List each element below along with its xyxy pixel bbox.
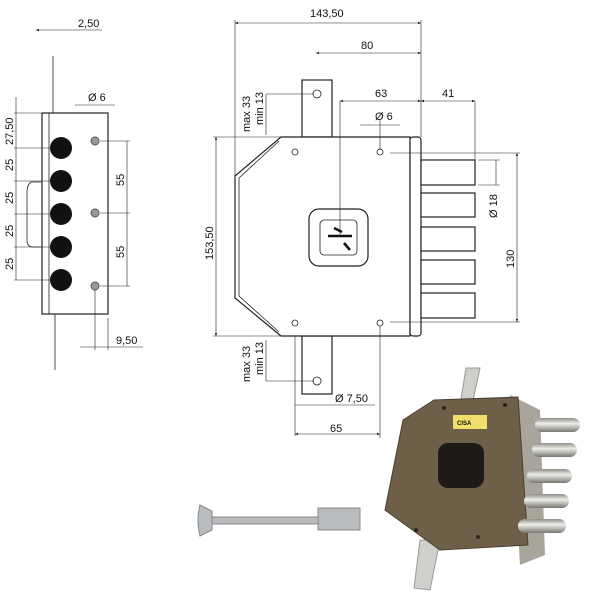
dim-top-offset: 27,50 bbox=[4, 117, 16, 145]
lock-photo: CISA bbox=[197, 367, 580, 591]
dim-strap-min: min 13 bbox=[254, 92, 266, 125]
dim-strap-max: max 33 bbox=[241, 96, 253, 132]
dim-front-screw-hole: Ø 6 bbox=[375, 111, 393, 123]
dim-screw-pitch: 55 bbox=[115, 246, 127, 258]
bottom-strap bbox=[301, 335, 333, 395]
dim-strap-offset: 80 bbox=[361, 40, 373, 52]
side-handle bbox=[26, 181, 41, 248]
dim-strap-min-bottom: min 13 bbox=[254, 342, 266, 375]
dim-bottom-offset: 65 bbox=[330, 423, 342, 435]
dim-screw-edge: 9,50 bbox=[116, 335, 137, 347]
dim-rod-thickness: 2,50 bbox=[78, 18, 99, 30]
dim-height: 153,50 bbox=[204, 226, 216, 260]
dim-width: 143,50 bbox=[310, 8, 344, 20]
photo-keyhole bbox=[438, 443, 484, 488]
key-icon bbox=[197, 504, 361, 537]
dim-strap-hole: Ø 7,50 bbox=[335, 393, 368, 405]
dim-bolt-diameter: Ø 18 bbox=[488, 194, 500, 218]
front-bolts bbox=[420, 159, 476, 319]
side-view: 2,50 27,50 25 25 25 25 55 55 Ø 6 9,50 bbox=[4, 18, 143, 370]
front-view: 143,50 80 63 41 Ø 6 153,50 130 Ø 18 max … bbox=[204, 8, 520, 438]
top-strap bbox=[301, 79, 333, 138]
dim-screw-pitch: 55 bbox=[115, 174, 127, 186]
keyhole-box bbox=[308, 208, 369, 267]
dim-bolt-pitch: 25 bbox=[4, 258, 16, 270]
dim-bolt-pitch: 25 bbox=[4, 159, 16, 171]
photo-bolts bbox=[518, 418, 580, 533]
dim-bolt-pitch: 25 bbox=[4, 225, 16, 237]
brand-label bbox=[453, 415, 487, 429]
dim-bolt-pitch: 25 bbox=[4, 192, 16, 204]
brand-label-text: CISA bbox=[457, 421, 472, 427]
dim-bolt-throw: 41 bbox=[442, 88, 454, 100]
dim-bolt-span: 130 bbox=[505, 250, 517, 268]
dim-screw-hole: Ø 6 bbox=[88, 92, 106, 104]
dim-keyhole-offset: 63 bbox=[375, 88, 387, 100]
dim-strap-max-bottom: max 33 bbox=[241, 346, 253, 382]
side-bolts bbox=[50, 137, 72, 291]
